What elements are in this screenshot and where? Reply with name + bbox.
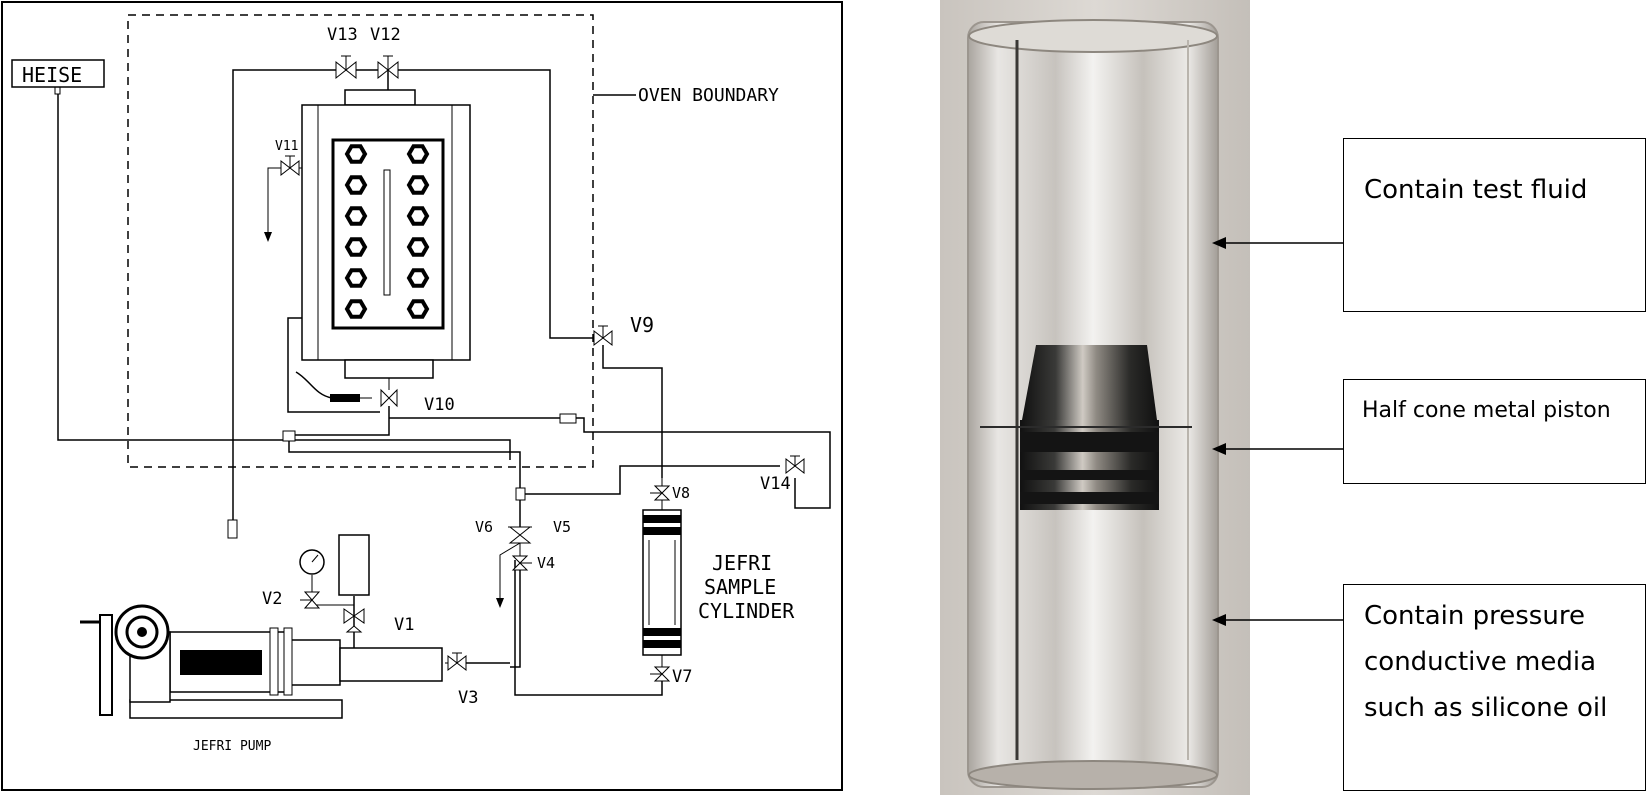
cell-bolt	[344, 268, 368, 288]
pvt-schematic: OVEN BOUNDARY HEISE V13 V12 V11	[1, 1, 843, 791]
cell-bolt	[406, 144, 430, 164]
valve-v1	[343, 608, 365, 633]
valve-v5-v6	[508, 526, 532, 544]
valve-v8	[650, 485, 671, 501]
valve-v14	[785, 455, 805, 475]
pvt-cell	[301, 89, 471, 379]
valve-v7	[650, 666, 671, 682]
label-v6: V6	[475, 518, 493, 536]
oven-boundary-label: OVEN BOUNDARY	[638, 85, 779, 106]
valve-v11	[280, 155, 300, 177]
half-cone-piston	[980, 345, 1192, 510]
label-v9: V9	[630, 313, 654, 337]
cylinder-label-line2: SAMPLE	[704, 575, 776, 599]
jefri-pump	[80, 604, 443, 719]
callout-test-fluid-text: Contain test fluid	[1364, 175, 1588, 205]
callout-piston-text: Half cone metal piston	[1362, 398, 1611, 423]
label-v10: V10	[424, 395, 455, 415]
callout-test-fluid: Contain test fluid	[1343, 138, 1646, 312]
valve-v4	[511, 555, 532, 571]
cell-bolt	[344, 206, 368, 226]
label-v14: V14	[760, 474, 791, 494]
cell-bolt	[344, 175, 368, 195]
callout-pressure-media-line2: conductive media	[1364, 647, 1597, 677]
valve-v9	[593, 325, 613, 347]
label-v1: V1	[394, 615, 414, 635]
label-v12: V12	[370, 25, 401, 45]
pump-label: JEFRI PUMP	[193, 739, 271, 754]
cell-bolt	[406, 206, 430, 226]
valve-v13	[335, 55, 357, 80]
label-v8: V8	[672, 484, 690, 502]
cell-bolt	[406, 299, 430, 319]
cell-bolt	[406, 268, 430, 288]
label-v7: V7	[672, 667, 692, 687]
callout-piston: Half cone metal piston	[1343, 379, 1646, 484]
cell-bolt	[344, 299, 368, 319]
valve-v3	[447, 652, 467, 672]
label-v4: V4	[537, 554, 555, 572]
label-v2: V2	[262, 589, 282, 609]
cylinder-label-line3: CYLINDER	[698, 599, 795, 623]
label-v3: V3	[458, 688, 478, 708]
callout-pressure-media: Contain pressure conductive media such a…	[1343, 584, 1646, 791]
valve-v12	[377, 55, 399, 93]
schematic-frame	[1, 1, 843, 791]
jefri-sample-cylinder	[642, 509, 682, 656]
cylinder-photo	[940, 0, 1250, 795]
label-v5: V5	[553, 518, 571, 536]
heise-label: HEISE	[22, 63, 82, 87]
cylinder-label-line1: JEFRI	[712, 551, 772, 575]
cell-bolt	[344, 144, 368, 164]
oven-boundary	[127, 14, 594, 468]
label-v13: V13	[327, 25, 358, 45]
valve-v2	[300, 591, 321, 609]
cell-bolt	[406, 175, 430, 195]
cell-bolt	[406, 237, 430, 257]
cell-bolt	[344, 237, 368, 257]
valve-v10	[380, 388, 398, 408]
callout-pressure-media-line1: Contain pressure	[1364, 601, 1585, 631]
heise-gauge	[11, 59, 105, 88]
cell-bolts	[344, 144, 430, 319]
callout-pressure-media-line3: such as silicone oil	[1364, 693, 1608, 723]
label-v11: V11	[275, 139, 298, 154]
